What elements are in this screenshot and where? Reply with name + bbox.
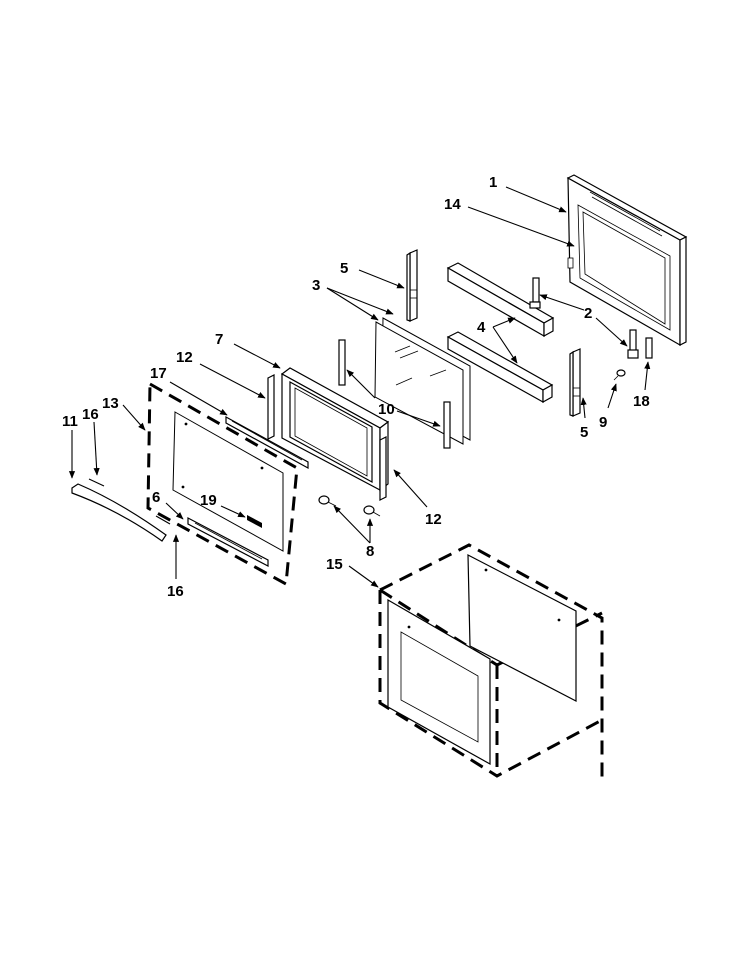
inner-door-frame bbox=[280, 367, 390, 492]
callout-7: 7 bbox=[215, 331, 223, 348]
glass-spacer-left bbox=[338, 339, 346, 386]
handle-screw-lower bbox=[155, 515, 171, 525]
handle-screw-upper bbox=[88, 478, 105, 487]
callout-8: 8 bbox=[366, 543, 374, 560]
glass-spacer-right bbox=[443, 401, 451, 449]
side-trim-left bbox=[267, 374, 275, 440]
screw-8-right bbox=[363, 505, 381, 517]
door-channel-upper bbox=[446, 262, 555, 338]
oven-cavity bbox=[378, 543, 604, 778]
door-handle bbox=[71, 483, 167, 542]
screw-9 bbox=[613, 369, 626, 381]
badge bbox=[247, 515, 262, 528]
door-channel-lower bbox=[446, 331, 554, 404]
hinge-bracket-upper bbox=[406, 249, 418, 322]
screw-8-left bbox=[318, 495, 337, 507]
callout-18: 18 bbox=[633, 393, 650, 410]
door-assembly bbox=[146, 381, 299, 587]
callout-17: 17 bbox=[150, 365, 167, 382]
callout-19: 19 bbox=[200, 492, 217, 509]
vent-strip bbox=[225, 415, 309, 470]
hinge-pin bbox=[645, 337, 653, 359]
callout-6: 6 bbox=[152, 489, 160, 506]
callout-1: 1 bbox=[489, 174, 497, 191]
callout-14: 14 bbox=[444, 196, 461, 213]
callout-12-left: 12 bbox=[176, 349, 193, 366]
callout-15: 15 bbox=[326, 556, 343, 573]
callout-3: 3 bbox=[312, 277, 320, 294]
callout-9: 9 bbox=[599, 414, 607, 431]
callout-12-right: 12 bbox=[425, 511, 442, 528]
hinge-lower bbox=[627, 329, 639, 359]
hinge-upper bbox=[529, 277, 541, 309]
callout-11: 11 bbox=[62, 413, 78, 430]
callout-2: 2 bbox=[584, 305, 592, 322]
callout-5-lower: 5 bbox=[580, 424, 588, 441]
callout-16-lower: 16 bbox=[167, 583, 184, 600]
callout-16-upper: 16 bbox=[82, 406, 99, 423]
callout-10: 10 bbox=[378, 401, 395, 418]
outer-door-panel bbox=[566, 174, 688, 347]
callout-5-upper: 5 bbox=[340, 260, 348, 277]
leader-lines bbox=[68, 186, 651, 588]
panel-screw bbox=[567, 257, 574, 269]
side-trim-right bbox=[379, 436, 387, 501]
callout-labels: 1 14 5 3 2 4 7 12 17 13 11 16 10 5 9 18 … bbox=[62, 174, 650, 600]
lower-vent-trim bbox=[187, 517, 269, 567]
callout-4: 4 bbox=[477, 319, 486, 336]
hinge-bracket-lower bbox=[569, 348, 581, 417]
callout-13: 13 bbox=[102, 395, 119, 412]
